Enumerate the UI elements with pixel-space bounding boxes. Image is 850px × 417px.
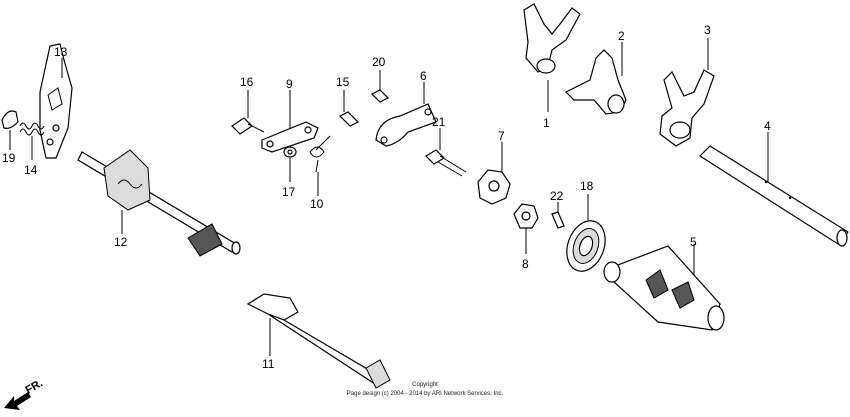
part-15-pin — [338, 90, 360, 127]
callout-14: 14 — [24, 163, 38, 177]
part-12-gearshift-spindle — [77, 149, 241, 257]
callout-13: 13 — [54, 45, 68, 59]
part-13-detent-plate — [39, 43, 73, 159]
part-4-fork-shaft — [699, 132, 849, 247]
callout-1: 1 — [543, 116, 550, 130]
callout-22: 22 — [550, 189, 564, 203]
part-2-shift-fork — [564, 42, 627, 115]
callout-7: 7 — [498, 129, 505, 143]
part-6-plate — [375, 82, 437, 147]
part-1-shift-fork — [523, 3, 581, 112]
part-9-stopper-arm — [261, 90, 319, 153]
copyright-line1: Copyright — [412, 382, 438, 388]
callout-8: 8 — [522, 257, 529, 271]
front-label: FR. — [24, 377, 45, 396]
part-5-shift-drum — [603, 244, 725, 331]
part-22-pin — [551, 202, 565, 229]
callout-2: 2 — [618, 29, 625, 43]
part-8-shifter — [513, 203, 539, 254]
front-direction-arrow: FR. — [4, 377, 45, 410]
part-20-bolt — [370, 70, 390, 103]
callout-12: 12 — [114, 235, 128, 249]
callout-4: 4 — [764, 119, 771, 133]
part-17-washer — [283, 146, 297, 182]
part-18-bearing — [566, 194, 606, 272]
callout-20: 20 — [372, 55, 386, 69]
copyright-line2: Page design (c) 2004 - 2014 by ARI Netwo… — [347, 391, 504, 397]
callout-11: 11 — [262, 357, 275, 371]
part-19-clip — [1, 110, 19, 150]
part-16-bolt — [231, 90, 265, 135]
part-21-bolt — [425, 128, 467, 177]
callout-15: 15 — [336, 75, 350, 89]
callout-18: 18 — [580, 179, 594, 193]
callout-10: 10 — [310, 197, 324, 211]
part-14-spring — [19, 122, 45, 160]
callout-6: 6 — [420, 69, 427, 83]
callout-17: 17 — [282, 185, 296, 199]
callout-16: 16 — [240, 75, 254, 89]
callout-19: 19 — [2, 151, 16, 165]
callout-9: 9 — [286, 77, 293, 91]
part-11-shift-shaft — [246, 293, 391, 389]
part-7-drum-cam — [477, 142, 511, 205]
callout-3: 3 — [704, 23, 711, 37]
part-10-spring — [309, 135, 331, 196]
callout-21: 21 — [432, 115, 446, 129]
part-3-shift-fork — [659, 38, 715, 147]
callout-5: 5 — [690, 235, 697, 249]
